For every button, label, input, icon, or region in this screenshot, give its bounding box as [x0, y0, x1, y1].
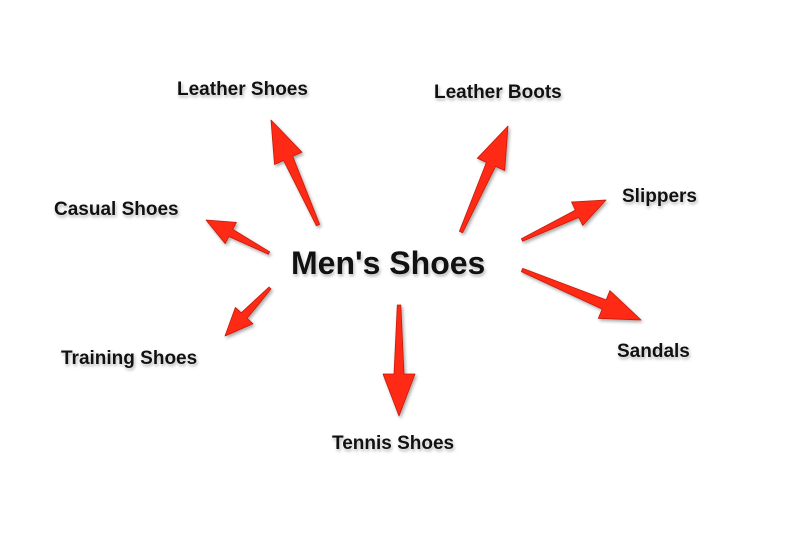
branch-label-leather-boots: Leather Boots [434, 82, 562, 103]
branch-label-leather-shoes: Leather Shoes [177, 79, 308, 100]
arrow-to-slippers [521, 199, 607, 242]
branch-label-sandals: Sandals [617, 341, 690, 362]
arrow-to-casual-shoes [205, 219, 271, 255]
arrow-to-leather-boots [458, 125, 509, 234]
center-topic-label: Men's Shoes [291, 245, 486, 281]
branch-label-training-shoes: Training Shoes [61, 348, 198, 369]
arrow-to-tennis-shoes [382, 304, 416, 417]
branch-label-casual-shoes: Casual Shoes [54, 199, 179, 220]
branch-label-slippers: Slippers [622, 186, 697, 207]
arrow-to-leather-shoes [270, 119, 321, 227]
arrow-to-training-shoes [224, 286, 272, 337]
arrow-to-sandals [520, 267, 642, 321]
branch-label-tennis-shoes: Tennis Shoes [332, 433, 455, 454]
